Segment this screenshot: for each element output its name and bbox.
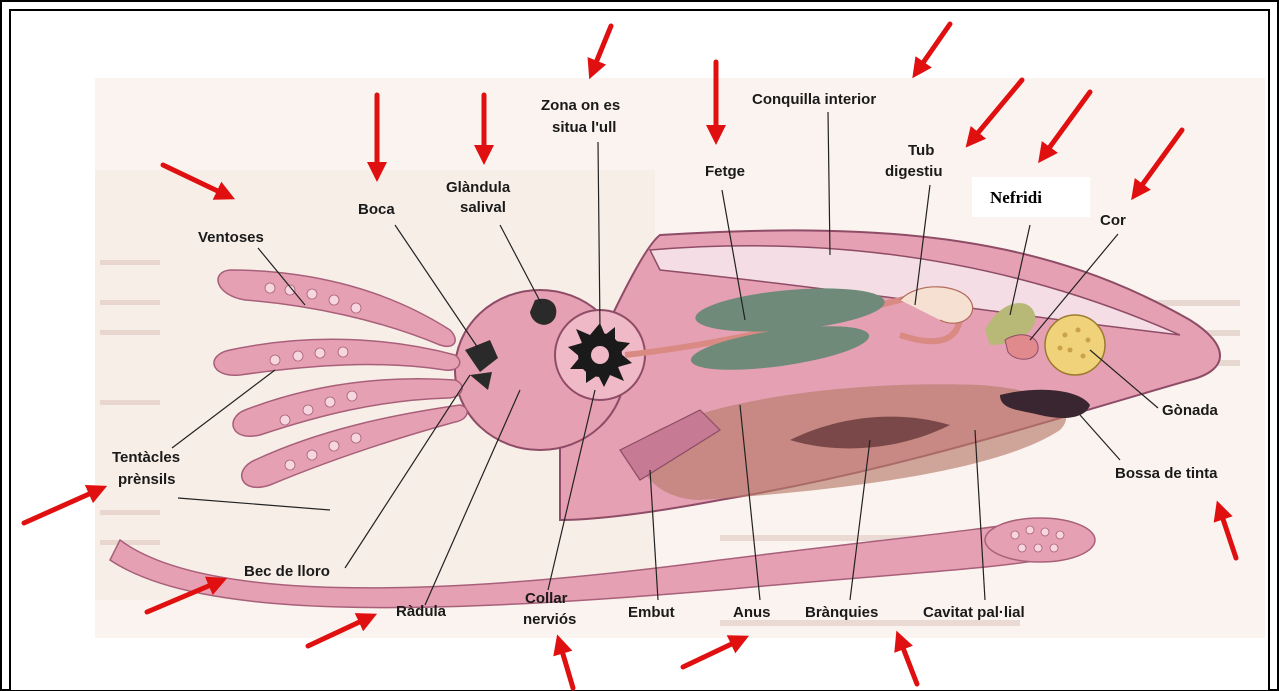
label-bec: Bec de lloro [244, 563, 330, 580]
label-tentacles-line1: Tentàcles [112, 449, 180, 466]
label-bossa: Bossa de tinta [1115, 465, 1218, 482]
label-gonada: Gònada [1162, 402, 1218, 419]
label-radula: Ràdula [396, 603, 447, 620]
label-cavitat: Cavitat pal·lial [923, 604, 1025, 621]
label-branquies: Brànquies [805, 604, 878, 621]
label-fetge: Fetge [705, 163, 745, 180]
tentacle-club [985, 518, 1095, 562]
label-tentacles-line2: prènsils [118, 471, 176, 488]
label-glandula-line2: salival [460, 199, 506, 216]
label-anus: Anus [733, 604, 771, 621]
label-cor: Cor [1100, 212, 1126, 229]
label-conquilla: Conquilla interior [752, 91, 876, 108]
label-zona-line1: Zona on es [541, 97, 620, 114]
label-boca: Boca [358, 201, 395, 218]
label-embut: Embut [628, 604, 675, 621]
label-glandula-line1: Glàndula [446, 179, 511, 196]
label-tub-line2: digestiu [885, 163, 943, 180]
label-zona-line2: situa l'ull [552, 119, 616, 136]
label-nefridi: Nefridi [990, 188, 1042, 207]
label-collar-line2: nerviós [523, 611, 576, 628]
label-collar-line1: Collar [525, 590, 568, 607]
label-ventoses: Ventoses [198, 229, 264, 246]
gonad [1045, 315, 1105, 375]
label-tub-line1: Tub [908, 142, 934, 159]
